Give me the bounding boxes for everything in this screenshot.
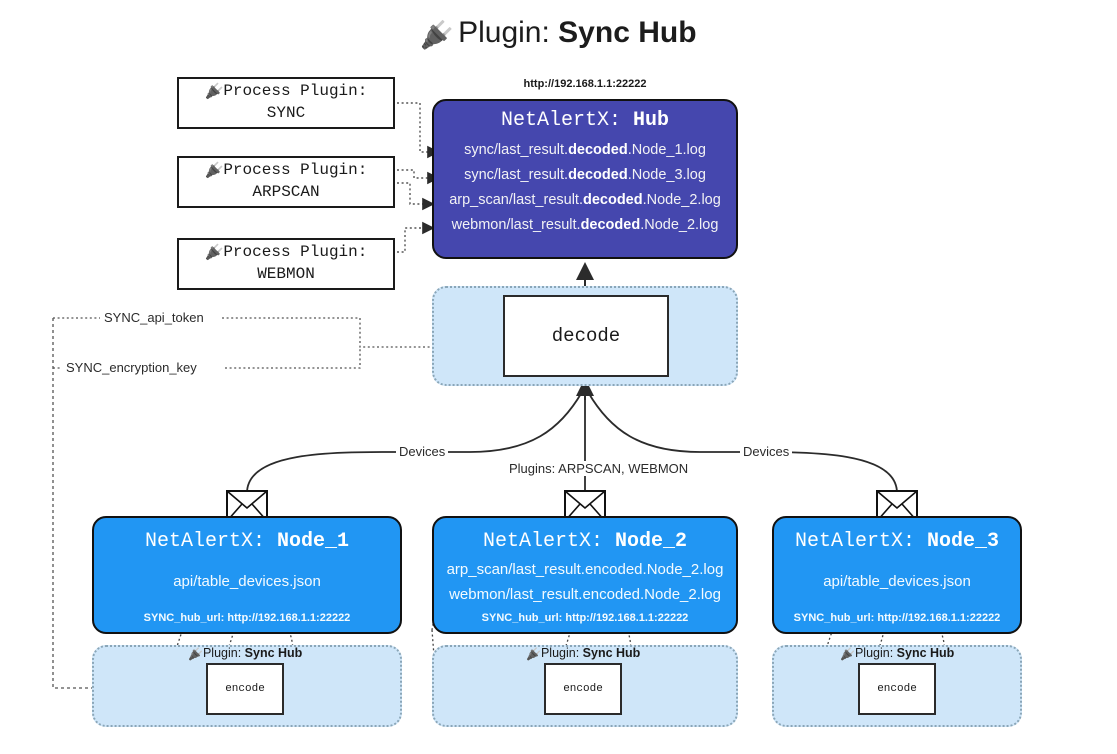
encode-box-1[interactable]: encode <box>206 663 284 715</box>
node-footer: SYNC_hub_url: http://192.168.1.1:22222 <box>793 612 1001 624</box>
node-card-node-1[interactable]: NetAlertX: Node_1 api/table_devices.json… <box>92 516 402 634</box>
process-plugin-box-arpscan[interactable]: 🔌Process Plugin: ARPSCAN <box>177 156 395 208</box>
plugin-label-name: Sync Hub <box>244 646 303 660</box>
node-app: NetAlertX: <box>482 530 603 553</box>
decode-box[interactable]: decode <box>503 295 669 377</box>
hub-file-mid: decoded <box>568 166 628 183</box>
node-line: api/table_devices.json <box>823 573 971 591</box>
node-name: Node_2 <box>615 530 688 553</box>
node-app: NetAlertX: <box>794 530 915 553</box>
encode-box-2[interactable]: encode <box>544 663 622 715</box>
edge-label-devices-left: Devices <box>396 444 449 459</box>
hub-file-row: sync/last_result.decoded.Node_1.log <box>464 138 706 163</box>
process-plugin-label: Process Plugin: <box>223 243 368 262</box>
page-title: 🔌Plugin: Sync Hub <box>0 16 1117 51</box>
plug-icon: 🔌 <box>420 20 455 50</box>
hub-file-row: sync/last_result.decoded.Node_3.log <box>464 163 706 188</box>
hub-file-mid: decoded <box>580 216 641 233</box>
hub-file-post: .Node_2.log <box>642 191 721 208</box>
node-card-node-2[interactable]: NetAlertX: Node_2 arp_scan/last_result.e… <box>432 516 738 634</box>
process-plugin-name: WEBMON <box>257 265 315 283</box>
plugin-container-label-2: 🔌Plugin: Sync Hub <box>526 646 640 661</box>
hub-file-pre: sync/last_result. <box>464 166 569 183</box>
node-name: Node_1 <box>277 530 350 553</box>
node-line: webmon/last_result.encoded.Node_2.log <box>449 585 721 603</box>
secret-label-encryption-key: SYNC_encryption_key <box>63 360 200 375</box>
plugin-container-label-3: 🔌Plugin: Sync Hub <box>840 646 954 661</box>
process-plugin-name: ARPSCAN <box>252 183 320 201</box>
plugin-label-prefix: Plugin: <box>854 646 894 660</box>
hub-file-mid: decoded <box>568 142 628 158</box>
node-footer: SYNC_hub_url: http://192.168.1.1:22222 <box>143 612 351 624</box>
hub-app: NetAlertX: <box>500 109 621 132</box>
process-plugin-label: Process Plugin: <box>223 161 368 180</box>
process-plugin-name: SYNC <box>266 104 306 122</box>
plug-icon: 🔌 <box>204 243 224 262</box>
edge-label-devices-right: Devices <box>740 444 793 459</box>
hub-url-label: http://192.168.1.1:22222 <box>523 78 647 90</box>
node-card-node-3[interactable]: NetAlertX: Node_3 api/table_devices.json… <box>772 516 1022 634</box>
hub-file-post: .Node_1.log <box>627 142 706 158</box>
hub-file-post: .Node_3.log <box>627 166 706 183</box>
plugin-label-prefix: Plugin: <box>540 646 580 660</box>
node-line: arp_scan/last_result.encoded.Node_2.log <box>446 560 724 578</box>
hub-file-row: webmon/last_result.decoded.Node_2.log <box>452 213 719 238</box>
hub-node[interactable]: NetAlertX: Hub sync/last_result.decoded.… <box>432 99 738 259</box>
plug-icon: 🔌 <box>204 82 224 101</box>
hub-file-mid: decoded <box>582 191 643 208</box>
title-name: Sync Hub <box>558 16 697 49</box>
plugin-label-prefix: Plugin: <box>202 646 242 660</box>
process-plugin-box-webmon[interactable]: 🔌Process Plugin: WEBMON <box>177 238 395 290</box>
plugin-label-name: Sync Hub <box>582 646 641 660</box>
plugin-label-name: Sync Hub <box>896 646 955 660</box>
node-app: NetAlertX: <box>144 530 265 553</box>
process-plugin-label: Process Plugin: <box>223 82 368 101</box>
edge-label-plugins-center: Plugins: ARPSCAN, WEBMON <box>506 461 692 476</box>
encode-box-3[interactable]: encode <box>858 663 936 715</box>
plug-icon: 🔌 <box>204 161 224 180</box>
node-name: Node_3 <box>927 530 1000 553</box>
plugin-container-label-1: 🔌Plugin: Sync Hub <box>188 646 302 661</box>
hub-name: Hub <box>633 109 670 132</box>
hub-file-row: arp_scan/last_result.decoded.Node_2.log <box>449 188 721 213</box>
plug-icon: 🔌 <box>526 647 541 661</box>
hub-file-pre: webmon/last_result. <box>451 216 581 233</box>
plug-icon: 🔌 <box>840 647 855 661</box>
secret-label-api-token: SYNC_api_token <box>101 310 207 325</box>
hub-file-pre: arp_scan/last_result. <box>449 191 583 208</box>
hub-file-post: .Node_2.log <box>640 216 719 233</box>
process-plugin-box-sync[interactable]: 🔌Process Plugin: SYNC <box>177 77 395 129</box>
node-line: api/table_devices.json <box>173 573 321 591</box>
hub-file-pre: sync/last_result. <box>464 142 569 158</box>
plug-icon: 🔌 <box>188 647 203 661</box>
node-footer: SYNC_hub_url: http://192.168.1.1:22222 <box>481 612 689 624</box>
title-prefix: Plugin: <box>458 16 550 49</box>
